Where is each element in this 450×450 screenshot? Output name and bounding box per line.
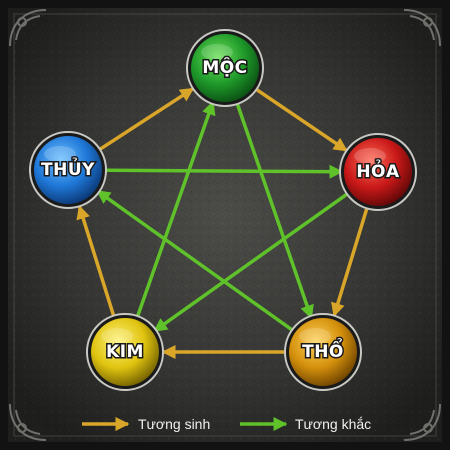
generating-cycle-arrows	[76, 86, 369, 359]
corner-ornament-bottom-left	[9, 403, 47, 441]
node-orb-tho	[289, 318, 357, 386]
overcoming-cycle-arrows	[95, 100, 351, 333]
element-nodes: MỘC HỎA THỔ KIM THỦY	[29, 29, 417, 391]
inner-frame-line	[13, 13, 437, 437]
node-label-thuy: THỦY	[41, 156, 95, 180]
node-orb-kim	[91, 318, 159, 386]
arrow-hoa-to-tho	[331, 206, 369, 318]
arrow-thuy-to-hoa	[102, 164, 344, 179]
node-label-moc: MỘC	[202, 56, 247, 78]
arrow-hoa-to-kim	[152, 191, 351, 333]
corner-ornament-top-left	[9, 9, 47, 47]
legend: Tương sinh Tương khắc	[82, 416, 371, 432]
arrow-thuy-to-moc	[98, 86, 195, 152]
node-orb-moc	[191, 34, 259, 102]
arrow-kim-to-moc	[135, 100, 216, 320]
node-thuy: THỦY	[29, 131, 107, 209]
node-moc: MỘC	[186, 29, 264, 107]
node-orb-thuy	[34, 136, 102, 204]
node-orb-hoa	[344, 138, 412, 206]
node-highlight-thuy	[44, 146, 76, 162]
node-highlight-moc	[201, 44, 233, 60]
node-label-hoa: HỎA	[356, 158, 400, 182]
legend-overcoming-label: Tương khắc	[295, 416, 371, 432]
corner-ornament-bottom-right	[403, 403, 441, 441]
node-highlight-tho	[299, 328, 331, 344]
node-highlight-kim	[101, 328, 133, 344]
arrow-moc-to-tho	[234, 100, 314, 320]
node-hoa: HỎA	[339, 133, 417, 211]
node-label-kim: KIM	[106, 342, 144, 362]
node-kim: KIM	[86, 313, 164, 391]
node-highlight-hoa	[354, 148, 386, 164]
arrow-moc-to-hoa	[254, 87, 349, 153]
corner-ornament-top-right	[403, 9, 441, 47]
arrow-kim-to-thuy	[76, 204, 116, 318]
arrow-tho-to-thuy	[95, 189, 296, 333]
node-tho: THỔ	[284, 313, 362, 391]
legend-generating-label: Tương sinh	[138, 416, 210, 432]
node-label-tho: THỔ	[302, 337, 344, 362]
